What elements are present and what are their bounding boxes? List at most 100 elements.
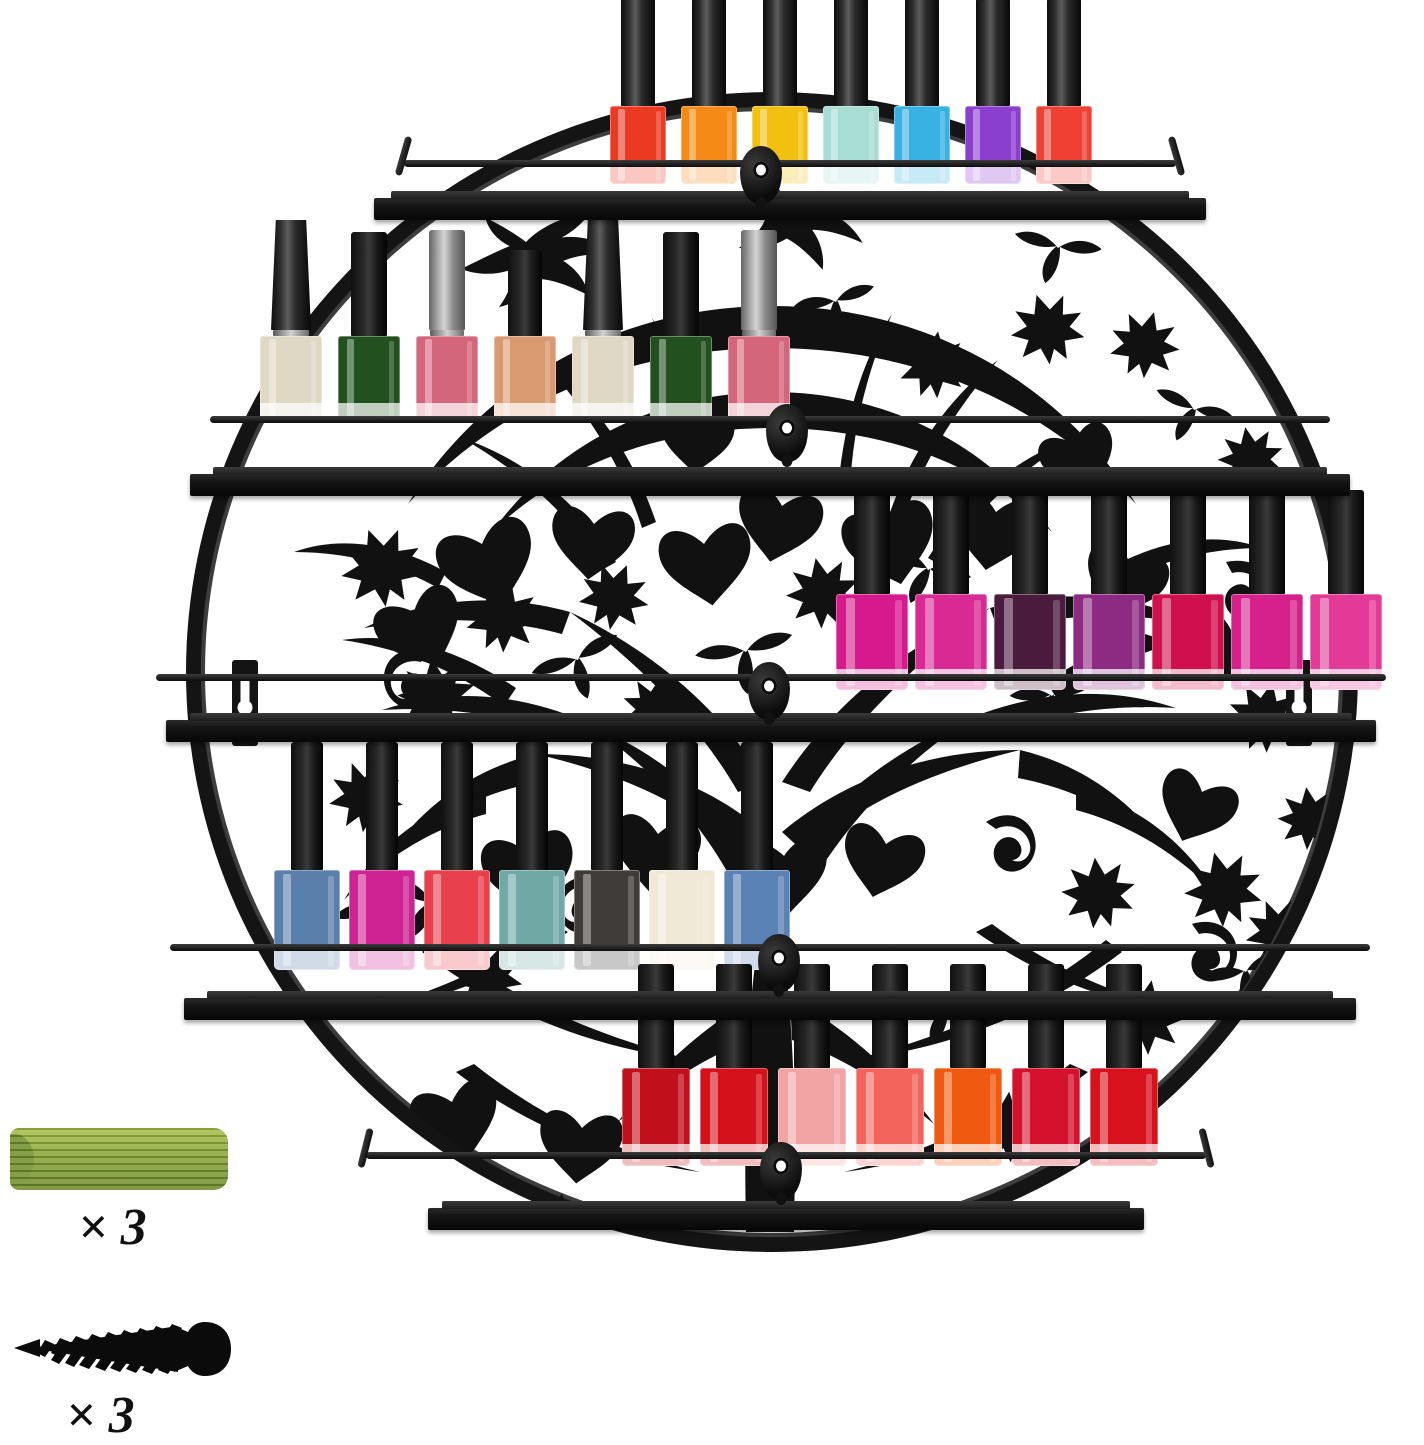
nail-polish-bottle (274, 742, 340, 970)
nail-polish-bottle (1310, 490, 1382, 690)
bottle-glass (1231, 594, 1303, 690)
bottle-glass (934, 1068, 1002, 1166)
screw-icon (10, 1318, 250, 1380)
bottle-cap (1047, 0, 1081, 106)
bottle-collar (584, 330, 622, 336)
bottle-row-shelf-2 (260, 220, 790, 422)
shelf-5-clamp (760, 1142, 802, 1200)
bottle-row-shelf-5 (622, 964, 1158, 1166)
bottle-cap (666, 742, 698, 870)
bottle-cap (583, 220, 623, 330)
nail-polish-bottle (965, 0, 1021, 184)
bottle-cap (1091, 490, 1127, 594)
bottle-label (610, 166, 666, 184)
bottle-cap (663, 232, 699, 336)
bottle-glass (499, 870, 565, 970)
bottle-glass (856, 1068, 924, 1166)
bottle-cap (429, 230, 465, 330)
bottle-glass (574, 870, 640, 970)
shelf-4-plank (184, 991, 1356, 1020)
bottle-glass (416, 336, 478, 422)
bottle-row-shelf-1 (610, 0, 1092, 184)
bottle-cap (366, 742, 398, 870)
bottle-cap (933, 490, 969, 594)
nail-polish-bottle (681, 0, 737, 184)
bottle-cap (508, 250, 542, 336)
nail-polish-bottle (416, 230, 478, 422)
bottle-glass (965, 106, 1021, 184)
bottle-label (349, 948, 415, 970)
shelf-1-rail (404, 160, 1176, 167)
bottle-label (965, 166, 1021, 184)
nail-polish-bottle (724, 742, 790, 970)
nail-polish-bottle (424, 742, 490, 970)
nail-polish-bottle (649, 742, 715, 970)
bottle-glass (260, 336, 322, 422)
bottle-glass (649, 870, 715, 970)
screw-count: × 3 (66, 1387, 135, 1444)
wall-anchor-group: × 3 (10, 1128, 228, 1257)
bottle-cap (621, 0, 655, 106)
bottle-cap (905, 0, 939, 106)
bottle-cap (271, 220, 311, 330)
bottle-glass (349, 870, 415, 970)
bottle-cap (1170, 490, 1206, 594)
nail-polish-bottle (728, 230, 790, 422)
shelf-1-clamp (740, 146, 782, 204)
bottle-label (1036, 166, 1092, 184)
shelf-3-clamp (748, 662, 790, 720)
nail-polish-bottle (260, 220, 322, 422)
bottle-cap (291, 742, 323, 870)
nail-polish-bottle (650, 232, 712, 422)
nail-polish-bottle (1152, 490, 1224, 690)
bottle-label (681, 166, 737, 184)
bottle-glass (572, 336, 634, 422)
bottle-row-shelf-3 (836, 490, 1382, 690)
bottle-glass (610, 106, 666, 184)
bottle-cap (854, 490, 890, 594)
shelf-5-plank (428, 1201, 1144, 1230)
nail-polish-bottle (700, 964, 768, 1166)
bottle-cap (1012, 490, 1048, 594)
bottle-label (894, 166, 950, 184)
nail-polish-bottle (349, 742, 415, 970)
bottle-cap (741, 230, 777, 330)
bottle-row-shelf-4 (274, 742, 790, 970)
bottle-cap (516, 742, 548, 870)
bottle-cap (976, 0, 1010, 106)
nail-polish-bottle (994, 490, 1066, 690)
shelf-2-plank (190, 467, 1350, 496)
bottle-glass (823, 106, 879, 184)
bottle-glass (1036, 106, 1092, 184)
bottle-glass (894, 106, 950, 184)
nail-polish-bottle (494, 250, 556, 422)
bottle-label (574, 948, 640, 970)
bottle-cap (834, 0, 868, 106)
bottle-glass (622, 1068, 690, 1166)
nail-polish-bottle (894, 0, 950, 184)
nail-polish-bottle (338, 232, 400, 422)
bottle-label (274, 948, 340, 970)
bottle-cap (441, 742, 473, 870)
bottle-cap (763, 0, 797, 106)
bottle-glass (338, 336, 400, 422)
wall-anchor-count: × 3 (78, 1199, 147, 1256)
screw-group: × 3 (10, 1318, 250, 1445)
nail-polish-bottle (572, 220, 634, 422)
nail-polish-bottle (499, 742, 565, 970)
bottle-cap (1249, 490, 1285, 594)
bottle-cap (351, 232, 387, 336)
nail-polish-bottle (610, 0, 666, 184)
bottle-collar (430, 330, 464, 336)
bottle-glass (424, 870, 490, 970)
bottle-glass (700, 1068, 768, 1166)
wall-anchor-icon (10, 1128, 228, 1190)
bottle-label (823, 166, 879, 184)
nail-polish-bottle (915, 490, 987, 690)
bottle-cap (591, 742, 623, 870)
bottle-glass (681, 106, 737, 184)
bottle-label (499, 948, 565, 970)
nail-polish-bottle (934, 964, 1002, 1166)
bottle-glass (650, 336, 712, 422)
